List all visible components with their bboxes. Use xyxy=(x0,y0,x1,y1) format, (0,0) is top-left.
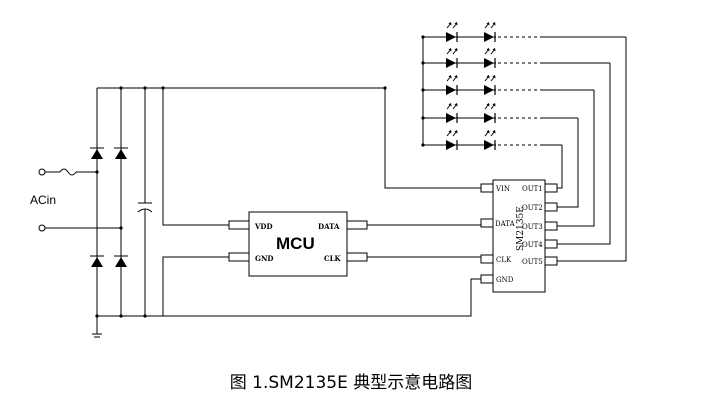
driver-pin-gnd: GND xyxy=(496,276,514,284)
mcu-pin-data: DATA xyxy=(318,222,340,231)
led-icon xyxy=(484,130,496,150)
ac-terminal-bottom xyxy=(38,224,46,232)
diode-icon xyxy=(115,149,127,159)
driver-pin-out1: OUT1 xyxy=(522,185,543,193)
mcu-pin-clk: CLK xyxy=(324,254,341,263)
mcu-pin-gnd: GND xyxy=(255,254,273,263)
driver-pin-out4: OUT4 xyxy=(522,241,543,249)
driver-pin-vin: VIN xyxy=(495,185,510,193)
mcu-pin-vdd: VDD xyxy=(254,222,273,231)
led-row xyxy=(421,22,626,42)
fuse-icon xyxy=(59,168,77,176)
led-icon xyxy=(484,22,496,42)
mcu-chip: MCU VDD GND DATA CLK xyxy=(228,211,368,277)
led-row xyxy=(421,48,610,68)
led-icon xyxy=(484,48,496,68)
led-row xyxy=(421,130,562,150)
ac-input-label: ACin xyxy=(30,193,56,207)
led-icon xyxy=(484,75,496,95)
vin-wire xyxy=(384,88,481,189)
bridge-rectifier xyxy=(90,88,128,316)
sm2135e-chip: VIN DATA CLK GND OUT1 OUT2 OUT3 OUT4 OUT… xyxy=(480,179,558,293)
led-strings xyxy=(421,22,626,150)
mcu-wiring xyxy=(162,88,481,317)
driver-chip-name: SM2135E xyxy=(516,206,526,251)
driver-pin-out3: OUT3 xyxy=(522,223,543,231)
driver-pin-data: DATA xyxy=(495,220,516,228)
led-icon xyxy=(446,103,458,123)
led-row xyxy=(421,75,594,95)
driver-pin-out2: OUT2 xyxy=(522,204,543,212)
ac-terminal-top xyxy=(38,168,46,176)
diode-icon xyxy=(115,257,127,267)
figure-caption: 图 1.SM2135E 典型示意电路图 xyxy=(229,373,473,393)
ac-input: ACin xyxy=(30,168,121,232)
led-row xyxy=(421,103,578,123)
filter-capacitor xyxy=(137,88,153,316)
diode-icon xyxy=(91,149,103,159)
driver-pin-clk: CLK xyxy=(496,256,512,264)
driver-pin-out5: OUT5 xyxy=(522,258,543,266)
led-icon xyxy=(446,48,458,68)
led-icon xyxy=(446,130,458,150)
led-icon xyxy=(446,22,458,42)
led-icon xyxy=(484,103,496,123)
diode-icon xyxy=(91,257,103,267)
mcu-title: MCU xyxy=(276,234,315,253)
out-wiring xyxy=(557,37,627,262)
led-icon xyxy=(446,75,458,95)
